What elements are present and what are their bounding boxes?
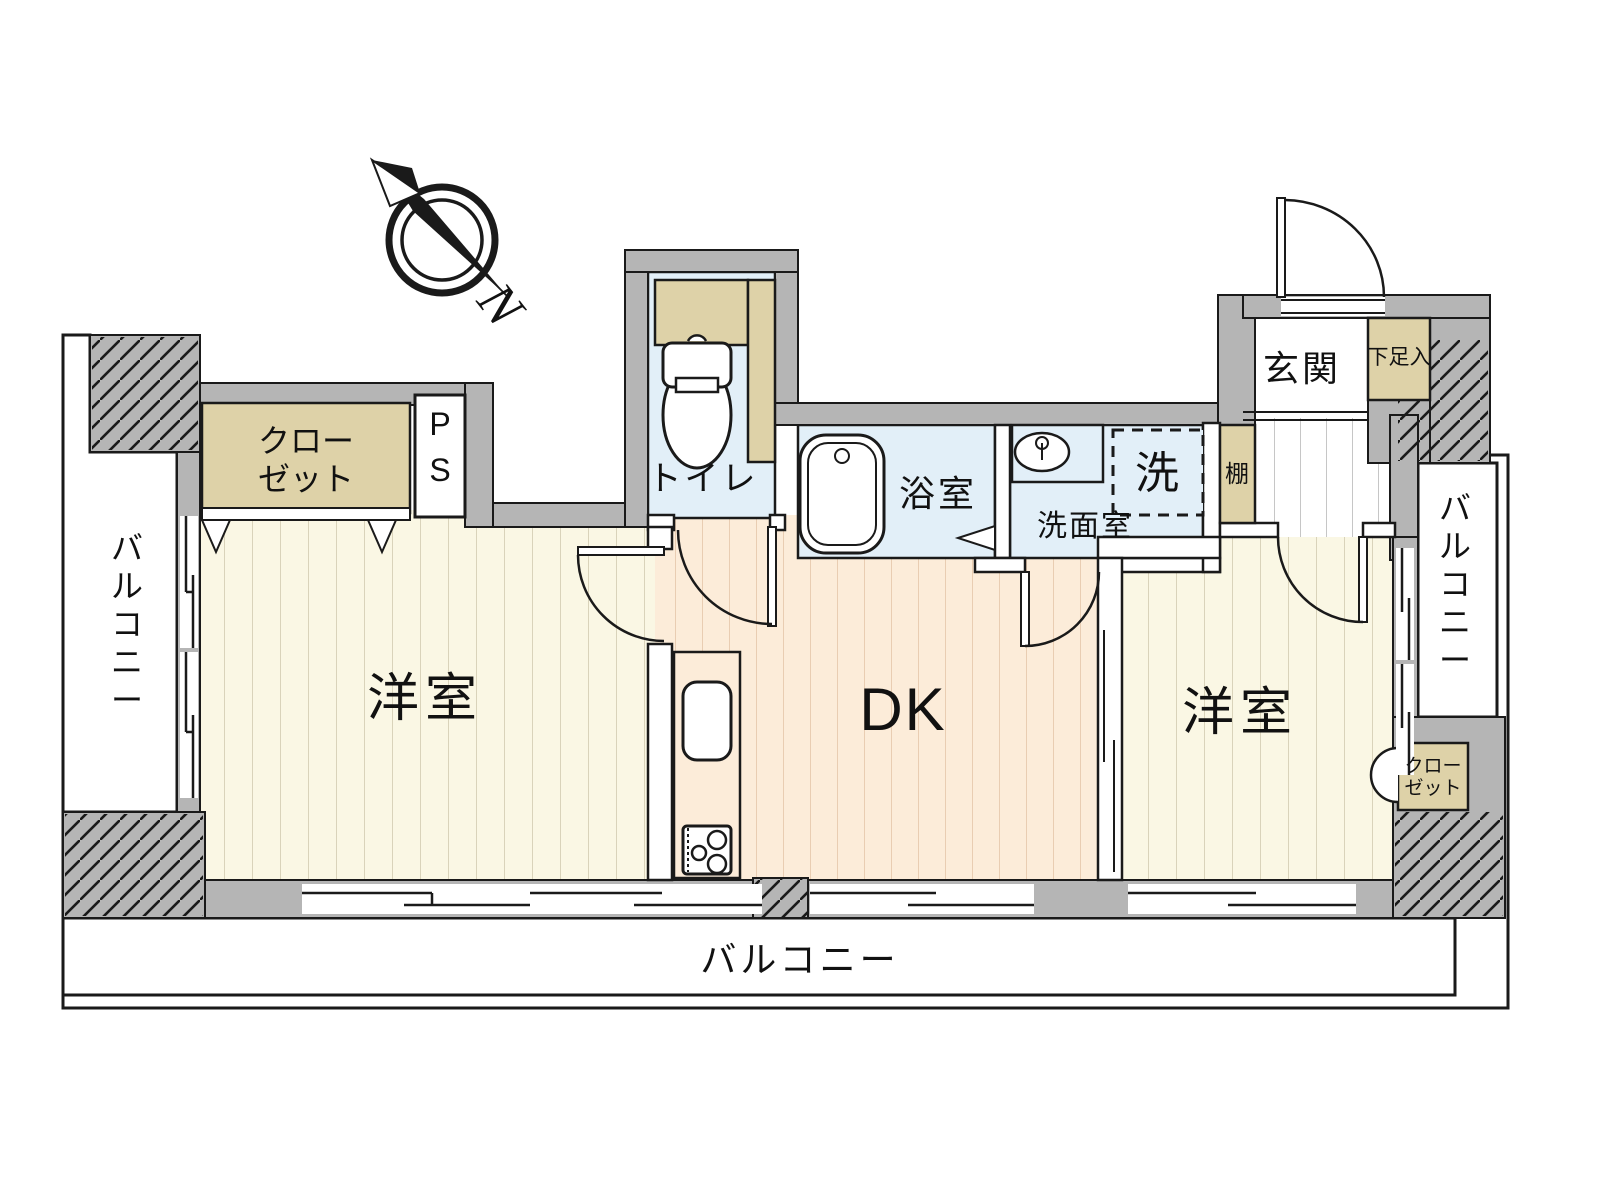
label-western-room-right: 洋室 (1182, 684, 1298, 742)
floor-entrance (1243, 318, 1368, 418)
balcony-right-area (1416, 461, 1499, 719)
bathtub-icon (798, 433, 886, 555)
label-washroom: 洗面室 (1037, 510, 1133, 543)
label-balcony-left: バルコニー (111, 530, 143, 718)
label-closet-left-1: クロー (258, 423, 354, 459)
label-toilet: トイレ (648, 460, 759, 498)
washer-space-dashed-box (1111, 428, 1205, 517)
washbasin-icon (1010, 423, 1105, 484)
label-closet-right-2: ゼット (1404, 777, 1461, 799)
label-balcony-bottom: バルコニー (700, 939, 899, 980)
floor-western-room-right (1105, 528, 1405, 890)
label-western-room-left: 洋室 (367, 670, 483, 728)
toilet-door (676, 526, 777, 627)
label-shoe-cabinet: 下足入 (1368, 346, 1431, 369)
label-closet-left-2: ゼット (258, 461, 354, 497)
toilet-fixture-icon (661, 334, 733, 470)
windows (180, 516, 1414, 914)
western-room-left-door (576, 546, 665, 643)
closet-left-slide-door (200, 507, 411, 555)
compass-icon: N (369, 157, 537, 339)
toilet-shelf-top (653, 278, 750, 347)
label-entrance: 玄関 (1263, 348, 1341, 389)
shoe-cabinet-box (1366, 316, 1432, 402)
shelf-box (1218, 423, 1257, 525)
closet-left-box (200, 401, 412, 515)
label-dk: DK (859, 676, 946, 743)
bath-folding-door (954, 524, 996, 552)
entrance-door (1276, 197, 1386, 316)
label-shelf: 棚 (1225, 461, 1249, 488)
label-bath: 浴室 (899, 473, 977, 514)
label-balcony-right: バルコニー (1439, 490, 1471, 678)
toilet-shelf-side (746, 278, 777, 464)
outer-boundary (61, 335, 1510, 1010)
floor-western-room-left (190, 510, 660, 890)
closet-right-door (1369, 746, 1399, 804)
western-room-right-door (1276, 536, 1368, 624)
kitchen-counter-icon (672, 650, 742, 880)
washroom-door (1020, 571, 1101, 648)
label-closet-right-1: クロー (1404, 755, 1461, 777)
label-washer: 洗 (1135, 449, 1179, 498)
partitions (646, 411, 1397, 882)
floor-hallway (1250, 415, 1390, 537)
pipe-space-box (413, 393, 467, 519)
